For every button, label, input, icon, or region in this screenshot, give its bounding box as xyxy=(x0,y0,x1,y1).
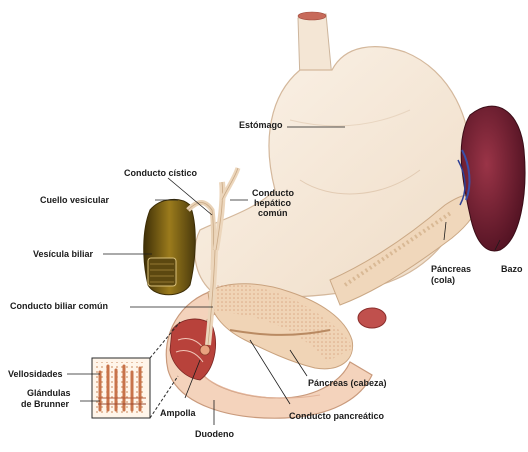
label-conducto-cistico: Conducto cístico xyxy=(124,168,197,178)
label-cuello-vesicular: Cuello vesicular xyxy=(40,195,109,205)
esophagus-opening xyxy=(298,12,326,20)
label-ampolla: Ampolla xyxy=(160,408,196,418)
label-conducto-pancreatico: Conducto pancreático xyxy=(289,411,384,421)
pancreas-nodule xyxy=(358,308,386,328)
spleen xyxy=(461,106,525,251)
label-conducto-hepatico-3: común xyxy=(258,208,288,218)
label-pancreas-cola-1: Páncreas xyxy=(431,264,471,274)
villi-detail xyxy=(96,362,146,414)
label-pancreas-cabeza: Páncreas (cabeza) xyxy=(308,378,387,388)
ampulla xyxy=(200,345,210,355)
label-duodeno: Duodeno xyxy=(195,429,234,439)
label-bazo: Bazo xyxy=(501,264,523,274)
label-glandulas-1: Glándulas xyxy=(27,388,71,398)
label-pancreas-cola-2: (cola) xyxy=(431,275,455,285)
label-estomago: Estómago xyxy=(239,120,283,130)
label-conducto-hepatico-1: Conducto xyxy=(252,188,294,198)
label-conducto-biliar-comun: Conducto biliar común xyxy=(10,301,108,311)
label-vellosidades: Vellosidades xyxy=(8,369,63,379)
label-vesicula-biliar: Vesícula biliar xyxy=(33,249,93,259)
label-glandulas-2: de Brunner xyxy=(21,399,69,409)
label-conducto-hepatico-2: hepático xyxy=(254,198,291,208)
